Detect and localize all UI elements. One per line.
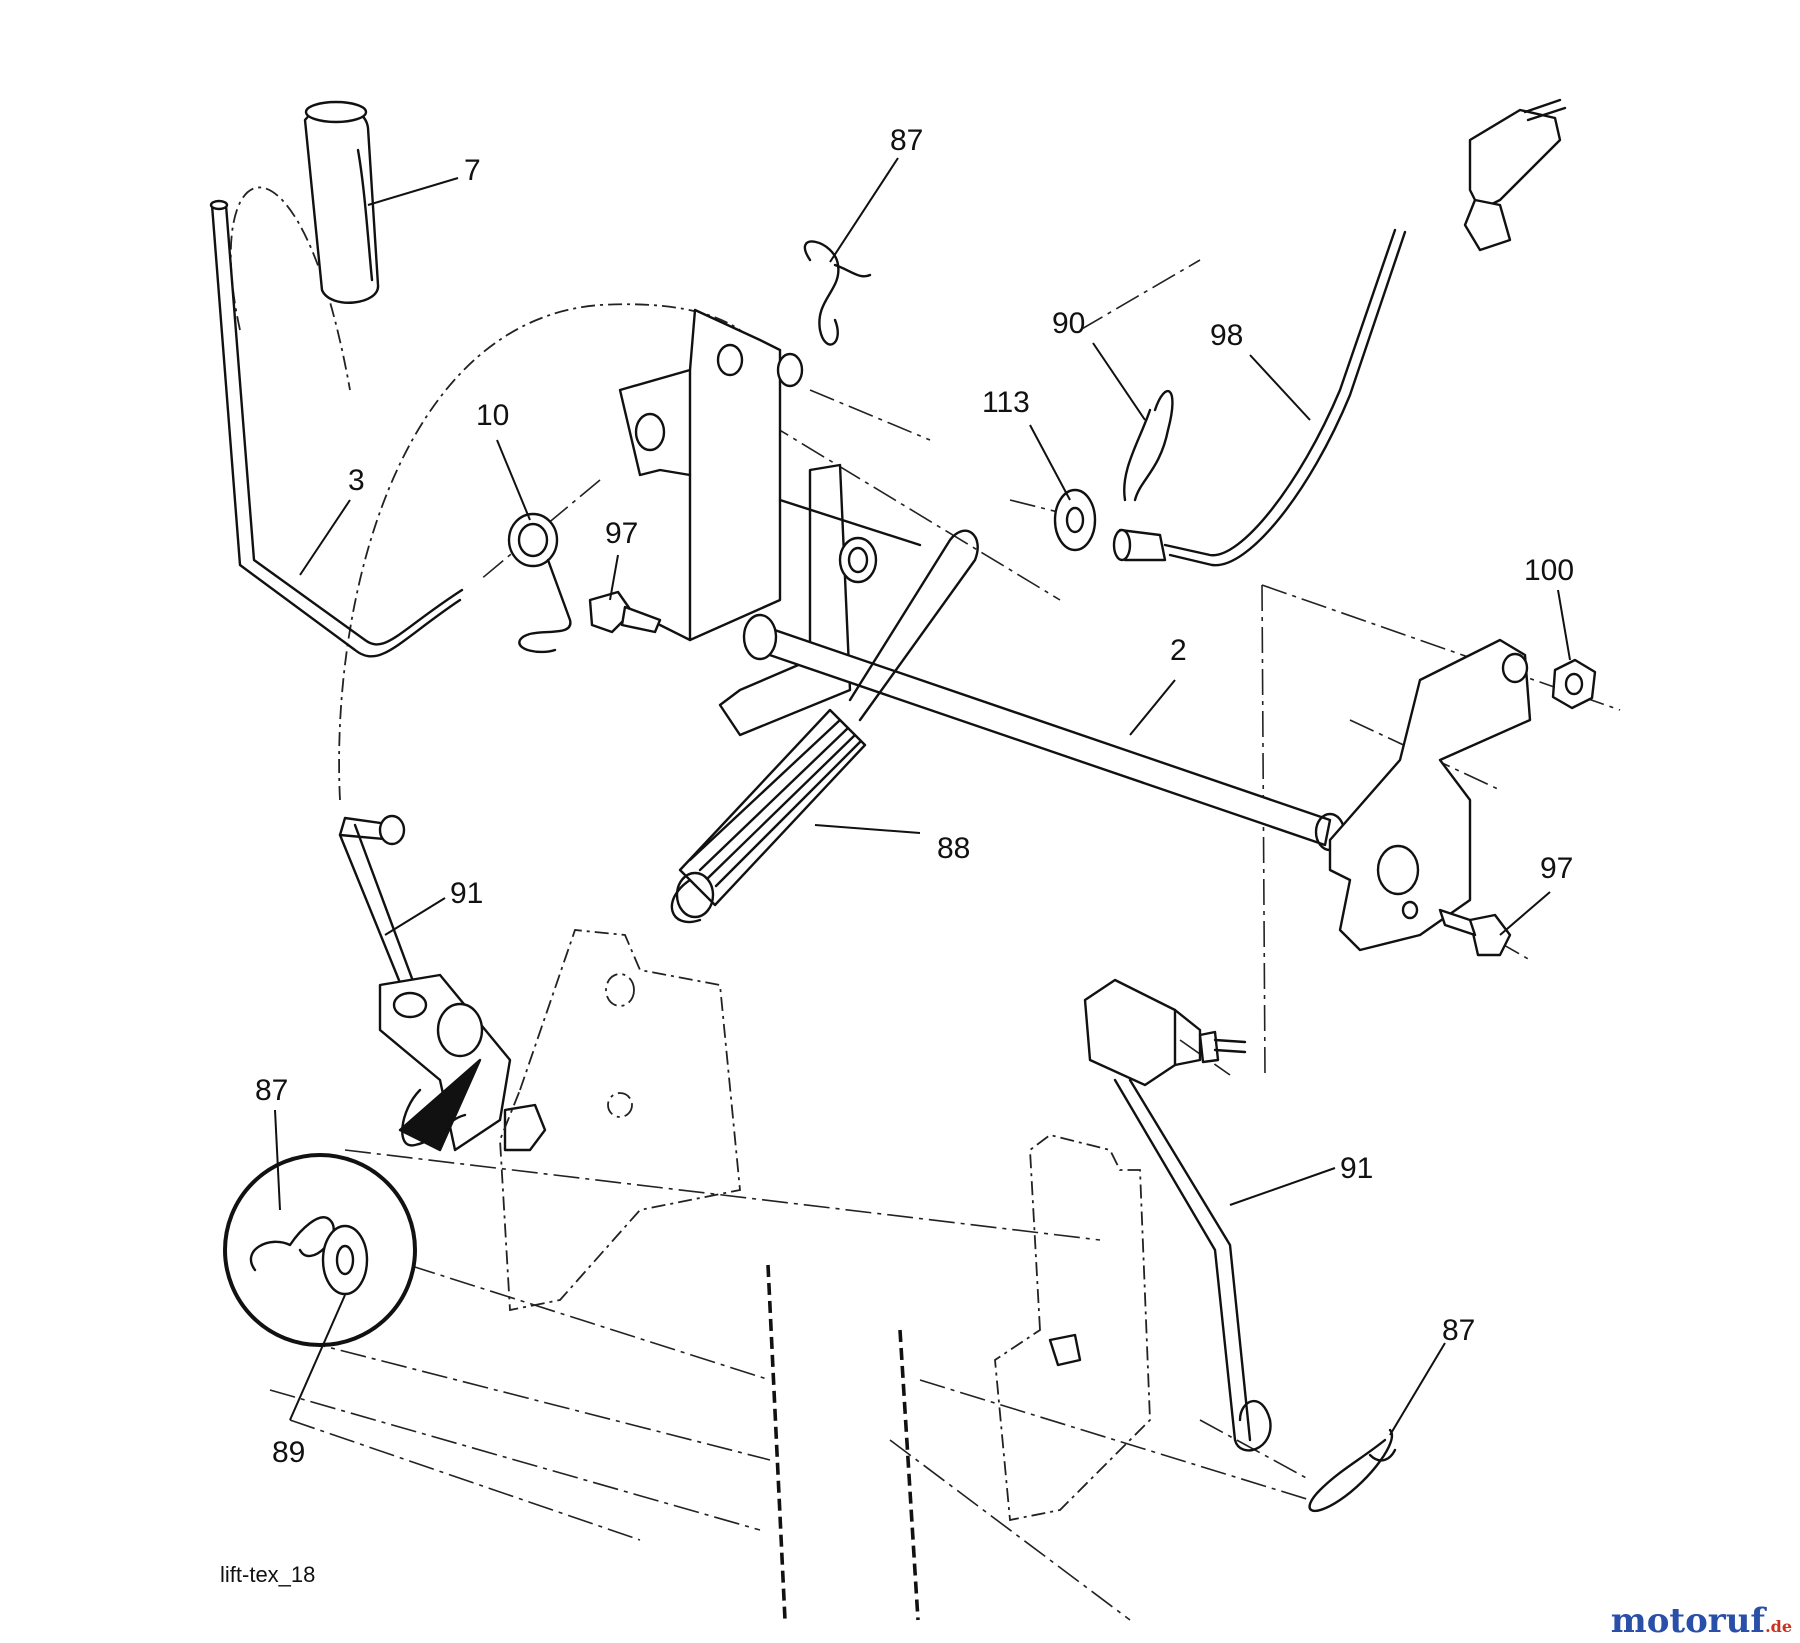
rod-collar — [1112, 528, 1167, 562]
callout-91-right: 91 — [1340, 1152, 1373, 1185]
hairpin-90 — [1123, 389, 1174, 502]
right-lift-link — [1083, 978, 1272, 1452]
detail-magnifier — [223, 1058, 482, 1347]
callout-87-bottom: 87 — [1442, 1314, 1475, 1347]
watermark-text: motoruf — [1611, 1601, 1768, 1641]
adjustment-rod — [1163, 98, 1567, 567]
callout-2: 2 — [1170, 634, 1187, 667]
callout-90: 90 — [1052, 307, 1085, 340]
callout-89: 89 — [272, 1436, 305, 1469]
callout-100: 100 — [1524, 554, 1574, 587]
left-lift-link — [338, 814, 547, 1152]
right-lift-arm — [1328, 638, 1532, 952]
extension-spring — [670, 708, 867, 924]
watermark-suffix: .de — [1765, 1617, 1792, 1636]
callout-87-left: 87 — [255, 1074, 288, 1107]
bolt-lower — [1438, 908, 1512, 957]
watermark-logo: motoruf.de — [1611, 1601, 1792, 1641]
callout-10: 10 — [476, 399, 509, 432]
callout-91-left: 91 — [450, 877, 483, 910]
callout-113: 113 — [982, 386, 1030, 419]
callout-3: 3 — [348, 464, 365, 497]
callout-97-upper: 97 — [605, 517, 638, 550]
reference-lines — [229, 186, 1621, 1621]
callout-97-lower: 97 — [1540, 852, 1573, 885]
callout-7: 7 — [464, 154, 481, 187]
right-frame-plate — [994, 1134, 1151, 1522]
figure-id: lift-tex_18 — [220, 1562, 315, 1587]
leader-lines — [274, 157, 1571, 1436]
callout-88: 88 — [937, 832, 970, 865]
washer-113 — [1053, 488, 1097, 552]
svg-text:motoruf.de: motoruf.de — [1611, 1601, 1792, 1641]
callout-98: 98 — [1210, 319, 1243, 352]
hairpin-clip-top — [803, 240, 872, 346]
lift-lever — [209, 199, 464, 658]
callout-labels: 7 87 90 98 113 10 3 97 100 2 88 97 91 87… — [255, 124, 1574, 1469]
callout-87-top: 87 — [890, 124, 923, 157]
torsion-spring — [507, 512, 572, 654]
hex-nut — [1551, 658, 1597, 710]
hairpin-clip-bottom — [1308, 1428, 1397, 1512]
wire-link — [778, 498, 979, 722]
left-frame-plate — [499, 929, 741, 1312]
bolt-upper — [588, 590, 692, 642]
handle-grip — [303, 100, 380, 304]
